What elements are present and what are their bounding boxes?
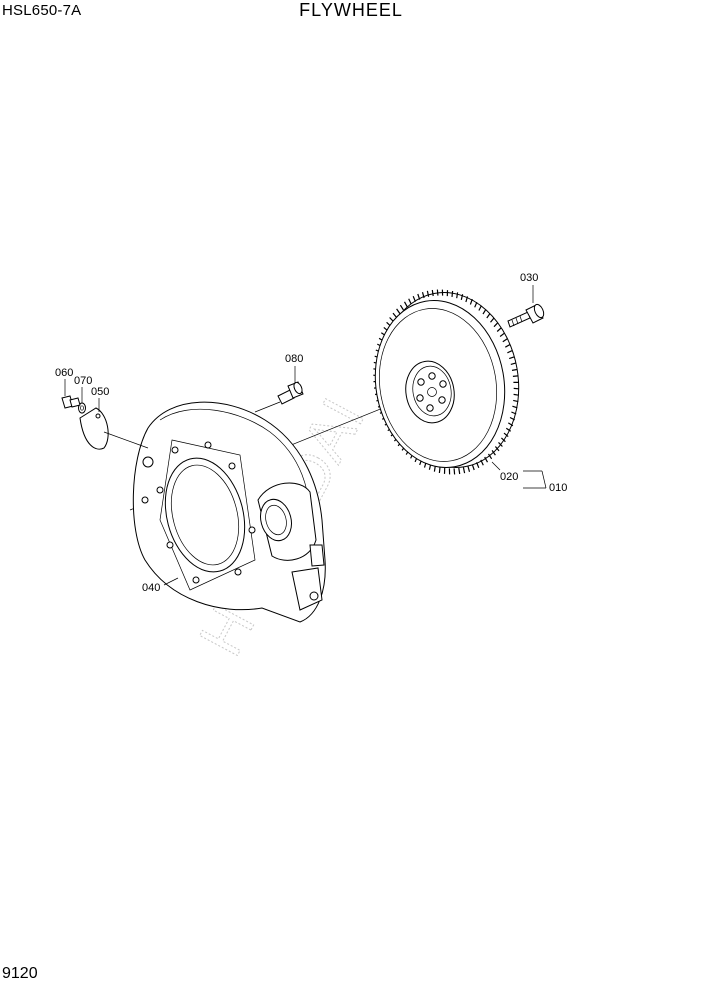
callout-010: 010 <box>549 482 567 494</box>
plug-bolt-axis <box>254 401 281 413</box>
small-bolt[interactable] <box>61 395 81 409</box>
model-code: HSL650-7A <box>2 2 82 19</box>
cover-plate[interactable] <box>79 407 109 450</box>
flywheel-bolt-holes <box>416 372 447 412</box>
flywheel[interactable] <box>362 282 532 479</box>
callout-030: 030 <box>520 272 538 284</box>
callout-060: 060 <box>55 367 73 379</box>
callout-040: 040 <box>142 582 160 594</box>
callout-080: 080 <box>285 353 303 365</box>
callout-070: 070 <box>74 375 92 387</box>
part-callouts: 030 080 060 070 050 020 010 040 <box>55 272 567 594</box>
flywheel-housing[interactable] <box>132 401 326 623</box>
plug-bolt[interactable] <box>277 381 304 405</box>
cover-leader <box>103 431 149 449</box>
page-number: 9120 <box>2 965 38 982</box>
page-title: FLYWHEEL <box>299 0 403 20</box>
callout-020: 020 <box>500 471 518 483</box>
callout-050: 050 <box>91 386 109 398</box>
flywheel-bolt[interactable] <box>507 303 546 328</box>
